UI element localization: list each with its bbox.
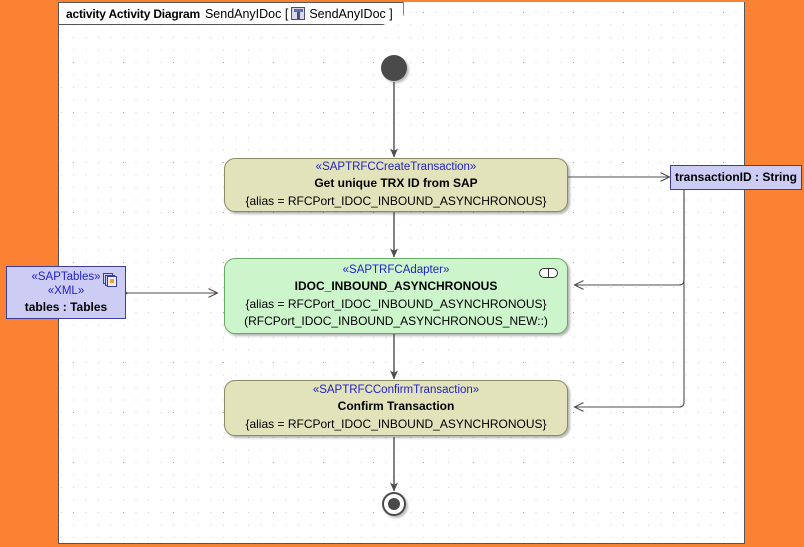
frame-diagram-name: SendAnyIDoc [ <box>204 6 289 21</box>
behavior-marker-icon <box>539 268 558 278</box>
object-stereotype-primary: «SAPTables» <box>31 270 101 283</box>
action-stereotype: «SAPTRFCAdapter» <box>342 263 450 276</box>
action-confirm-transaction[interactable]: «SAPTRFCConfirmTransaction» Confirm Tran… <box>224 380 568 436</box>
object-stereotype-secondary: «XML» <box>47 285 85 297</box>
multi-document-icon <box>103 273 118 287</box>
frame-qualified-name: SendAnyIDoc ] <box>309 6 393 21</box>
activity-final-node[interactable] <box>382 492 406 516</box>
action-get-unique-trx-id[interactable]: «SAPTRFCCreateTransaction» Get unique TR… <box>224 158 568 212</box>
action-property: {alias = RFCPort_IDOC_INBOUND_ASYNCHRONO… <box>245 296 547 311</box>
action-stereotype: «SAPTRFCCreateTransaction» <box>315 161 477 174</box>
action-stereotype: «SAPTRFCConfirmTransaction» <box>312 384 480 397</box>
object-name: transactionID : String <box>674 170 797 184</box>
action-name: Confirm Transaction <box>337 399 455 414</box>
object-node-transaction-id[interactable]: transactionID : String <box>670 165 802 190</box>
action-idoc-inbound-asynchronous[interactable]: «SAPTRFCAdapter» IDOC_INBOUND_ASYNCHRONO… <box>224 258 568 334</box>
frame-heading-tab: activity Activity Diagram SendAnyIDoc [ … <box>58 2 404 25</box>
action-property: {alias = RFCPort_IDOC_INBOUND_ASYNCHRONO… <box>245 194 547 209</box>
action-property: {alias = RFCPort_IDOC_INBOUND_ASYNCHRONO… <box>245 417 547 432</box>
activity-diagram-icon <box>291 7 306 20</box>
action-property-secondary: (RFCPort_IDOC_INBOUND_ASYNCHRONOUS_NEW::… <box>244 313 548 328</box>
action-name: Get unique TRX ID from SAP <box>314 176 478 191</box>
action-name: IDOC_INBOUND_ASYNCHRONOUS <box>294 278 498 293</box>
object-name: tables : Tables <box>24 300 108 315</box>
initial-node[interactable] <box>381 55 407 81</box>
frame-keyword: activity Activity Diagram <box>66 6 200 21</box>
object-node-tables[interactable]: «SAPTables» «XML» tables : Tables <box>6 266 126 319</box>
